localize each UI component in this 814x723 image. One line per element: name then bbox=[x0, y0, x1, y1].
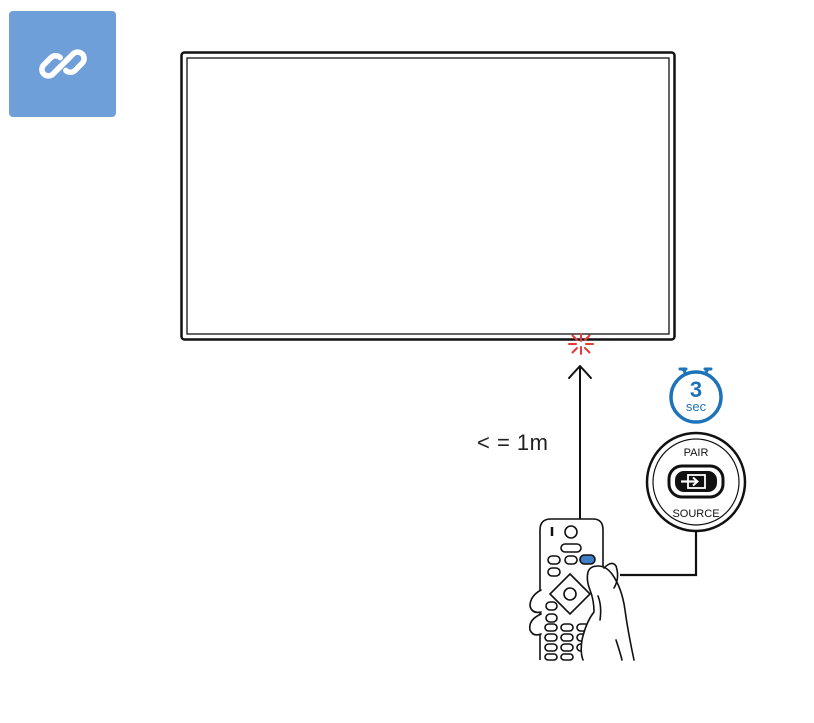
source-label: SOURCE bbox=[672, 508, 719, 520]
timer-icon: 3 sec bbox=[671, 369, 721, 422]
pair-label: PAIR bbox=[684, 447, 709, 459]
distance-label: < = 1m bbox=[477, 430, 548, 456]
ir-receiver-signal-icon bbox=[569, 334, 593, 354]
callout-connector-line bbox=[620, 525, 696, 575]
pair-source-callout: PAIR SOURCE bbox=[647, 433, 745, 531]
signal-arrow bbox=[569, 366, 591, 522]
pressed-source-key bbox=[580, 555, 595, 564]
timer-unit: sec bbox=[686, 399, 707, 414]
tv-screen bbox=[182, 53, 675, 340]
